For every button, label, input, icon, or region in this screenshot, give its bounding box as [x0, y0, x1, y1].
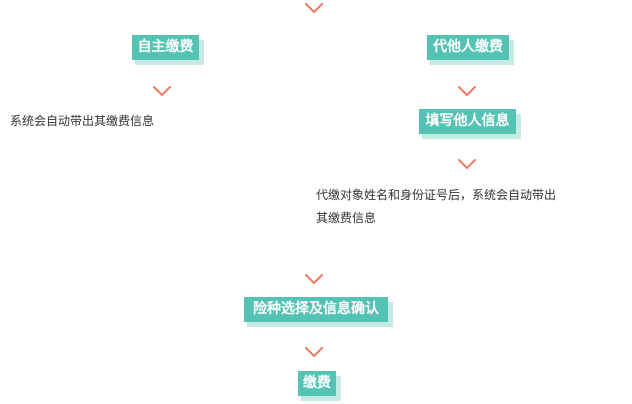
- self-pay-label: 自主缴费: [130, 35, 199, 60]
- arrow-down-icon: [305, 274, 323, 285]
- arrow-down-icon: [305, 347, 323, 358]
- arrow-down-icon: [458, 86, 476, 97]
- self-pay-step: 自主缴费: [130, 35, 204, 65]
- confirm-step: 险种选择及信息确认: [242, 297, 393, 327]
- proxy-note-line1: 代缴对象姓名和身份证号后，系统会自动带出: [316, 188, 557, 202]
- pay-label: 缴费: [296, 371, 336, 396]
- self-pay-note: 系统会自动带出其缴费信息: [10, 114, 155, 128]
- arrow-down-icon: [153, 86, 171, 97]
- proxy-pay-label: 代他人缴费: [425, 35, 509, 60]
- proxy-pay-step: 代他人缴费: [425, 35, 514, 65]
- arrow-down-icon: [305, 3, 323, 14]
- confirm-label: 险种选择及信息确认: [242, 297, 388, 322]
- arrow-down-icon: [458, 159, 476, 170]
- proxy-note-line2: 其缴费信息: [316, 211, 377, 225]
- fill-info-label: 填写他人信息: [417, 109, 516, 134]
- fill-info-step: 填写他人信息: [417, 109, 521, 139]
- pay-step: 缴费: [296, 371, 341, 401]
